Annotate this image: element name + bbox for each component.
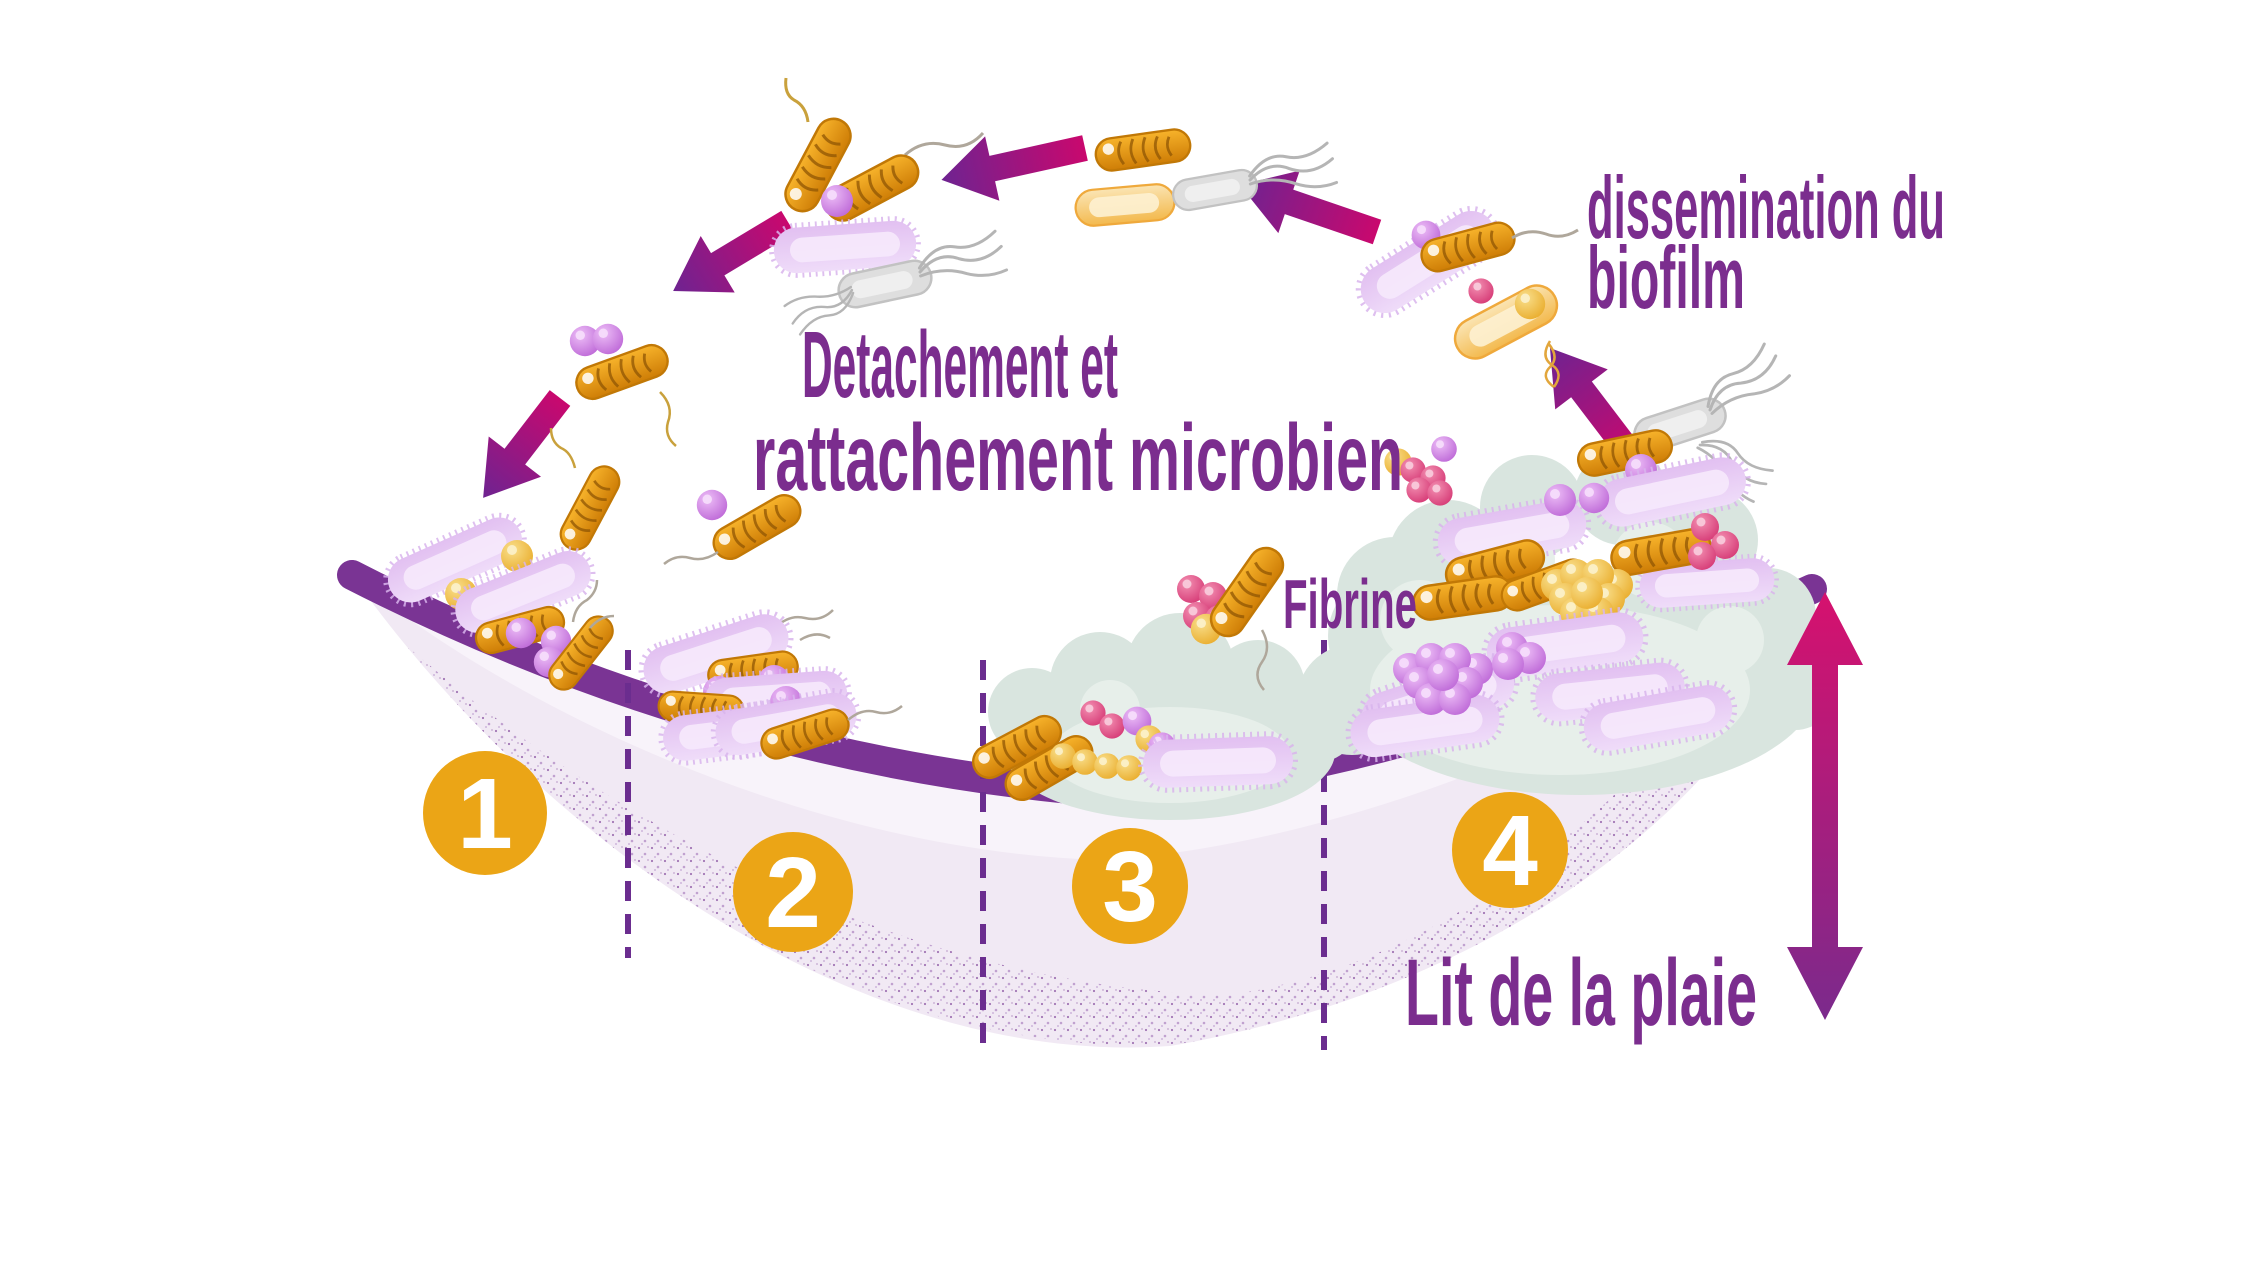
stage-badges: 1 2 3 4: [423, 751, 1568, 952]
cycle-arrow-top-left: [673, 210, 795, 293]
dispersal-bacteria-cluster: [1352, 202, 1579, 389]
stage1-badge: [423, 751, 547, 875]
stage1-bacteria-cluster: [381, 510, 620, 697]
wound-depth-double-arrow: [1787, 592, 1863, 1020]
labels: dissemination du biofilm Detachement et …: [753, 158, 1945, 1046]
gold-rod-bacterium: [1092, 125, 1194, 175]
stage3-badge: [1072, 828, 1188, 944]
lavender-rod-bacterium: [1142, 735, 1294, 788]
wound-bed-speckle-texture: [400, 615, 1780, 1046]
stage4-number: 4: [1482, 795, 1538, 907]
magenta-coccus: [1099, 713, 1125, 739]
stage2-number: 2: [765, 837, 821, 949]
magenta-coccus: [1688, 542, 1716, 570]
cycle-arrows: [483, 135, 1644, 498]
gold-coccus: [1514, 288, 1546, 320]
twisted-flagella: [1544, 340, 1560, 389]
flagellum: [571, 579, 615, 629]
purple-coccus: [1578, 482, 1610, 514]
cycle-arrow-top-center: [941, 135, 1088, 201]
stage1-number: 1: [457, 758, 513, 870]
flagellum: [1511, 228, 1579, 240]
gold-coccus: [1072, 749, 1098, 775]
flagellum: [904, 131, 985, 157]
purple-coccus: [592, 323, 624, 355]
stage2-bacteria-cluster: [637, 608, 903, 763]
gray-rod-bacterium: [1169, 166, 1261, 214]
fibrine-label: Fibrine: [1283, 565, 1417, 643]
free-bacteria: [549, 323, 808, 567]
top-center-bacteria-cluster: [772, 77, 1009, 338]
purple-coccus: [821, 185, 853, 217]
flagellum: [549, 427, 577, 469]
purple-coccus: [1431, 436, 1457, 462]
gold-rod-bacterium: [554, 459, 626, 557]
cycle-arrow-up-right: [1549, 348, 1644, 465]
gold-coccus: [1094, 753, 1120, 779]
flagellum: [847, 705, 903, 721]
pale-gold-rod-bacterium: [1072, 181, 1178, 229]
gold-coccus: [1116, 755, 1142, 781]
magenta-coccus: [1427, 480, 1453, 506]
stage4-badge: [1452, 792, 1568, 908]
fibrine-pointer-cluster: [1177, 539, 1292, 691]
stage2-badge: [733, 832, 853, 952]
purple-coccus: [1544, 484, 1576, 516]
detachement-label-line1: Detachement et: [802, 312, 1118, 418]
magenta-coccus: [1468, 278, 1494, 304]
wound-bed-label: Lit de la plaie: [1405, 940, 1757, 1046]
stage3-number: 3: [1102, 831, 1158, 943]
purple-coccus: [505, 617, 537, 649]
detachement-label-line2: rattachement microbien: [753, 405, 1403, 511]
flagellum: [663, 550, 719, 565]
gold-coccus: [1050, 743, 1076, 769]
flagellum: [1256, 629, 1269, 691]
dissemination-label-line1: dissemination du: [1587, 158, 1945, 257]
purple-coccus: [696, 489, 728, 521]
flagellum: [774, 609, 834, 642]
cycle-arrow-down-left: [483, 390, 571, 498]
flagellum: [659, 391, 677, 447]
flagella-bundle: [1693, 339, 1793, 423]
cycle-arrow-top-right: [1239, 170, 1382, 245]
flagellum: [784, 77, 810, 123]
dissemination-label-line2: biofilm: [1587, 228, 1745, 327]
